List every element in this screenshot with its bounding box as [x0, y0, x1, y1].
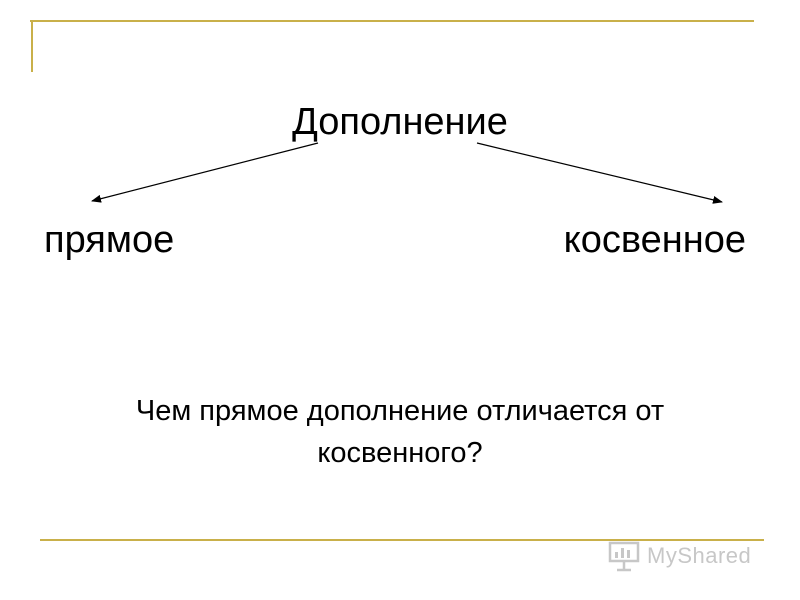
bottom-frame-line [40, 539, 764, 541]
branch-left-label: прямое [44, 219, 175, 261]
branch-right-label: косвенное [563, 219, 746, 261]
chart-board-icon [608, 541, 640, 572]
top-left-frame-line [31, 20, 33, 72]
question-line-1: Чем прямое дополнение отличается от [135, 395, 665, 427]
question-text: Чем прямое дополнение отличается от косв… [0, 390, 800, 474]
watermark: MyShared [607, 536, 751, 576]
top-frame-line [30, 20, 754, 22]
arrow-to-right-branch [476, 142, 723, 204]
root-term: Дополнение [292, 101, 508, 143]
watermark-text: MyShared [647, 543, 752, 568]
arrow-to-left-branch [91, 142, 319, 203]
question-line-2: косвенного? [317, 437, 483, 469]
